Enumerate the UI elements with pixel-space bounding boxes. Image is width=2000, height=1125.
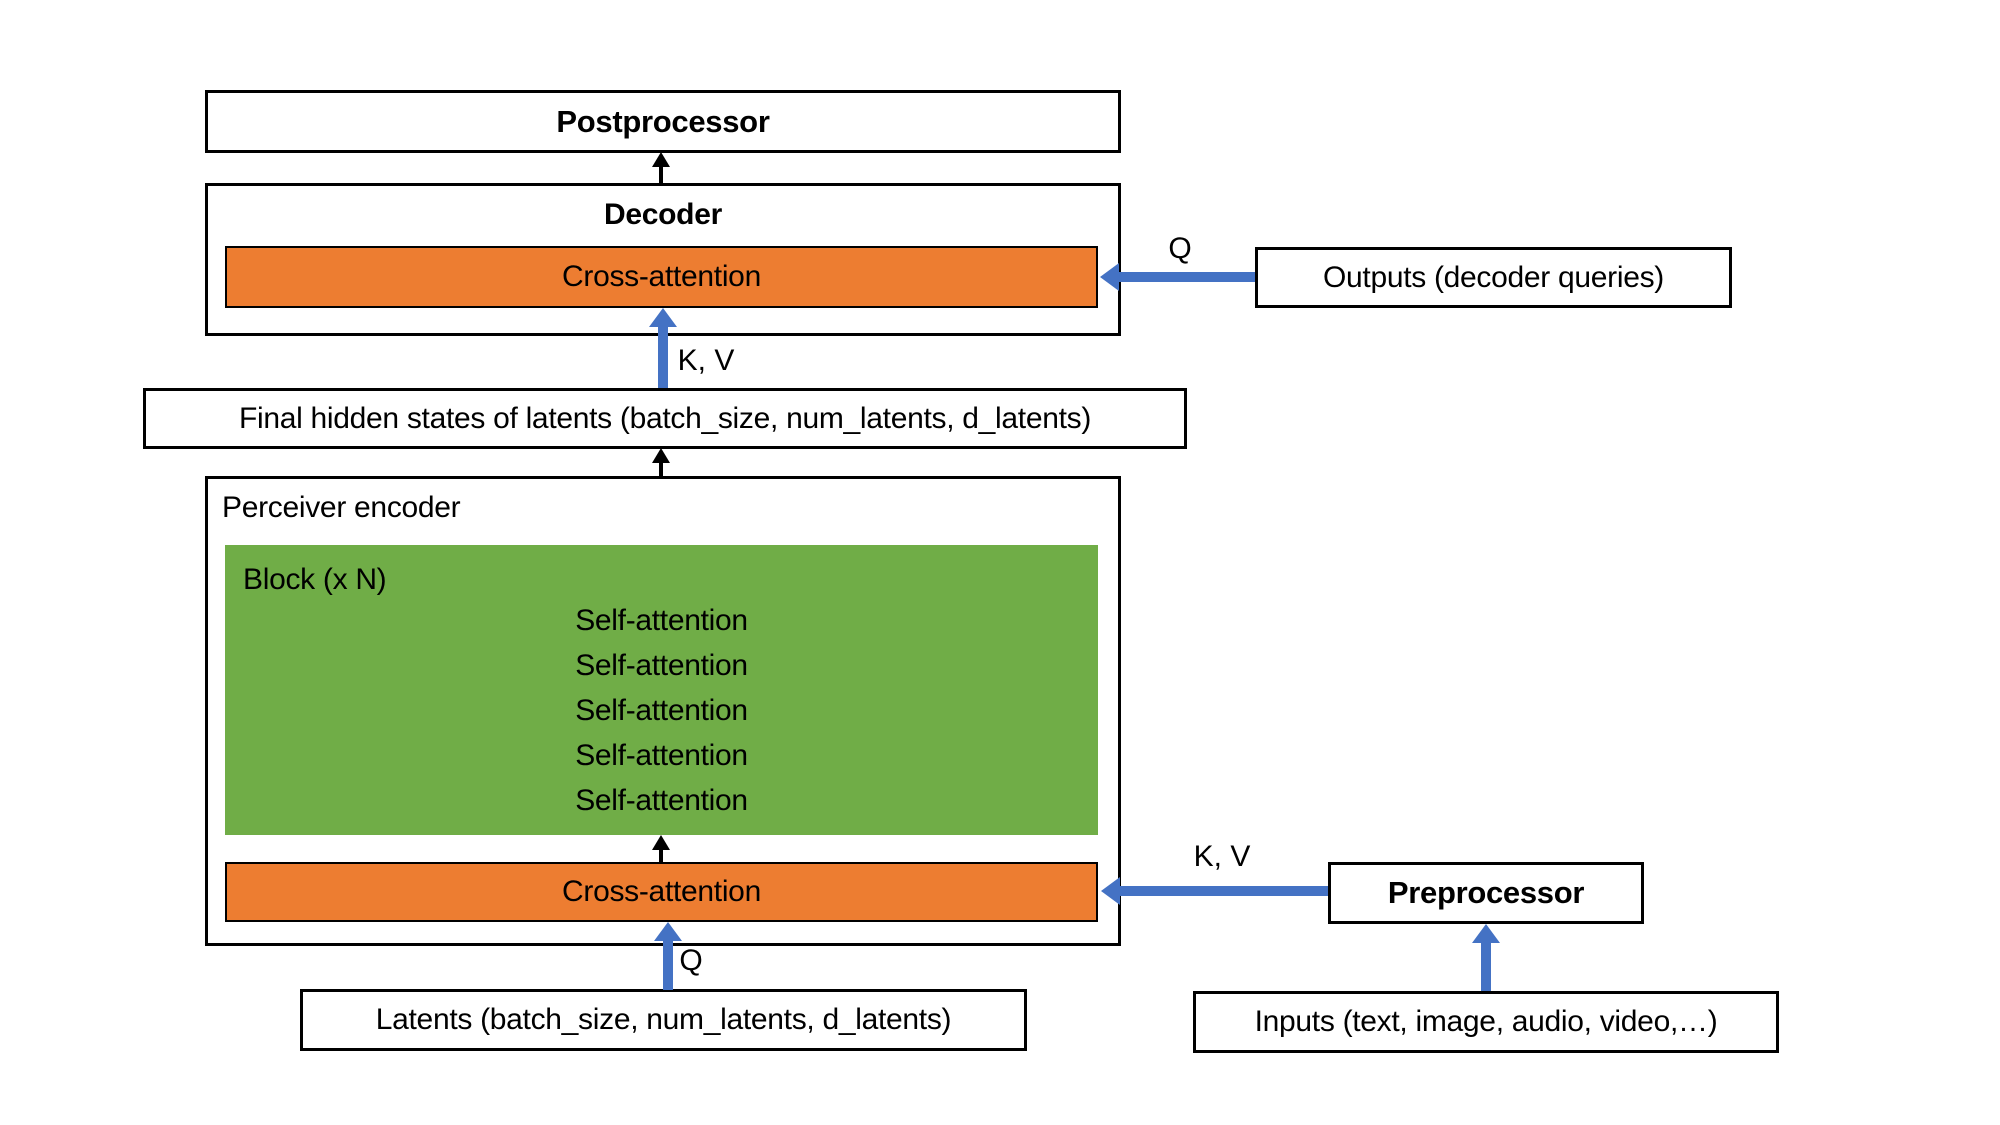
arrow-encoder-to-final-hidden [650, 448, 672, 477]
outputs-label: Outputs (decoder queries) [1322, 260, 1665, 294]
latents-box: Latents (batch_size, num_latents, d_late… [300, 989, 1027, 1051]
arrow-head-icon [1101, 877, 1120, 905]
self-attention-label: Self-attention [575, 694, 748, 727]
arrow-head-icon [652, 448, 670, 463]
latents-label: Latents (batch_size, num_latents, d_late… [375, 1003, 952, 1036]
arrow-inputs-to-preprocessor [1471, 924, 1501, 991]
arrow-head-icon [652, 152, 670, 167]
arrow-head-icon [1472, 924, 1500, 943]
arrow-shaft [659, 461, 663, 477]
preprocessor-label: Preprocessor [1387, 875, 1585, 910]
encoder-block-box [225, 545, 1098, 835]
arrow-shaft [1117, 886, 1328, 896]
arrow-preprocessor-to-encoder-cross-attention [1101, 877, 1328, 905]
inputs-box: Inputs (text, image, audio, video,…) [1193, 991, 1779, 1053]
arrow-outputs-to-decoder-cross-attention [1100, 263, 1255, 291]
decoder-kv-label: K, V [677, 344, 735, 377]
decoder-label: Decoder [604, 198, 722, 231]
decoder-q-label: Q [1168, 232, 1192, 265]
arrow-head-icon [652, 835, 670, 850]
final-hidden-states-box: Final hidden states of latents (batch_si… [143, 388, 1187, 449]
encoder-cross-attention-box: Cross-attention [225, 862, 1098, 922]
postprocessor-label: Postprocessor [556, 103, 770, 139]
arrow-shaft [1481, 940, 1491, 991]
inputs-label: Inputs (text, image, audio, video,…) [1254, 1005, 1718, 1038]
arrow-final-hidden-to-decoder-cross-attention [648, 308, 678, 388]
arrow-shaft [659, 848, 663, 863]
self-attention-label: Self-attention [575, 739, 748, 772]
decoder-cross-attention-label: Cross-attention [562, 260, 761, 293]
arrow-shaft [663, 938, 673, 990]
perceiver-encoder-label: Perceiver encoder [222, 491, 461, 524]
arrow-shaft [1116, 272, 1255, 282]
arrow-shaft [658, 324, 668, 388]
postprocessor-box: Postprocessor [205, 90, 1121, 153]
self-attention-label: Self-attention [575, 649, 748, 682]
encoder-cross-attention-label: Cross-attention [562, 875, 761, 908]
arrow-head-icon [649, 308, 677, 327]
decoder-cross-attention-box: Cross-attention [225, 246, 1098, 308]
arrow-cross-attention-to-block [650, 835, 672, 863]
preprocessor-box: Preprocessor [1328, 862, 1644, 924]
encoder-kv-label: K, V [1193, 840, 1251, 873]
arrow-shaft [659, 165, 663, 183]
self-attention-label: Self-attention [575, 604, 748, 637]
final-hidden-states-label: Final hidden states of latents (batch_si… [238, 401, 1092, 435]
arrow-head-icon [654, 922, 682, 941]
arrow-head-icon [1100, 263, 1119, 291]
self-attention-stack: Self-attention Self-attention Self-atten… [225, 598, 1098, 823]
arrow-latents-to-encoder-cross-attention [653, 922, 683, 990]
arrow-decoder-to-postprocessor [650, 152, 672, 183]
outputs-box: Outputs (decoder queries) [1255, 247, 1732, 308]
self-attention-label: Self-attention [575, 784, 748, 817]
encoder-q-label: Q [679, 944, 703, 977]
encoder-block-label: Block (x N) [243, 563, 387, 596]
